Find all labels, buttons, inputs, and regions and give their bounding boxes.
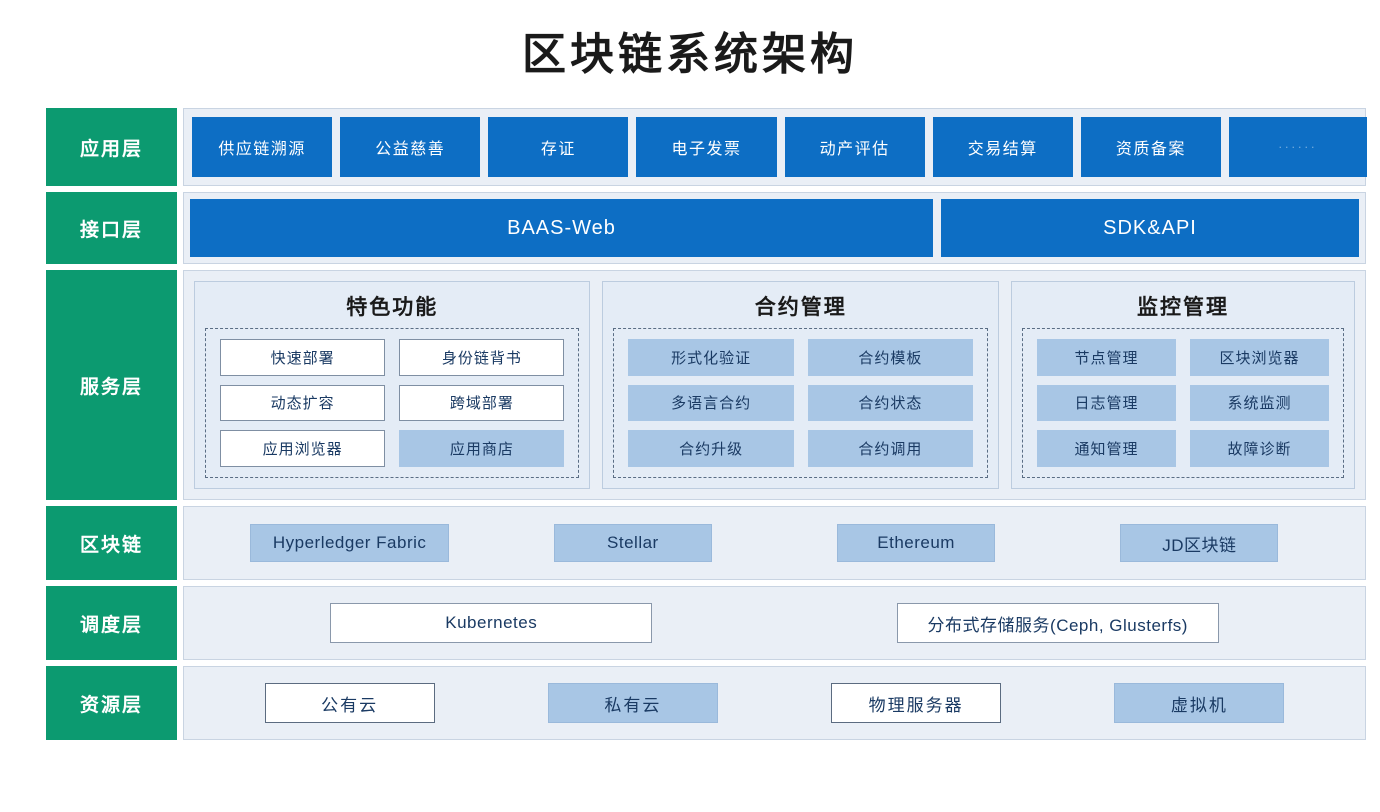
svc-tile-dynamic-scaling[interactable]: 动态扩容: [220, 384, 386, 422]
chain-tile-jd-blockchain[interactable]: JD区块链: [1120, 524, 1279, 562]
app-tile-settlement[interactable]: 交易结算: [932, 117, 1073, 177]
app-tile-e-invoice[interactable]: 电子发票: [636, 117, 777, 177]
scheduling-layer-body: Kubernetes 分布式存储服务(Ceph, Glusterfs): [183, 586, 1366, 660]
service-group-title-contract: 合约管理: [754, 295, 847, 319]
svc-tile-contract-template[interactable]: 合约模板: [807, 339, 973, 376]
resource-cell-2: 物理服务器: [775, 683, 1058, 723]
res-tile-private-cloud[interactable]: 私有云: [547, 683, 718, 723]
app-tile-asset-valuation[interactable]: 动产评估: [784, 117, 925, 177]
layer-label-interface: 接口层: [46, 192, 177, 264]
app-tile-supply-chain[interactable]: 供应链溯源: [192, 117, 333, 177]
svc-tile-fault-diagnosis[interactable]: 故障诊断: [1189, 430, 1329, 467]
app-tile-evidence[interactable]: 存证: [488, 117, 629, 177]
interface-tile-baas-web[interactable]: BAAS-Web: [190, 199, 933, 257]
resource-cell-0: 公有云: [208, 683, 491, 723]
service-group-tiles-features: 快速部署 身份链背书 动态扩容 跨域部署 应用浏览器 应用商店: [205, 328, 580, 478]
sched-tile-distributed-storage[interactable]: 分布式存储服务(Ceph, Glusterfs): [896, 603, 1219, 643]
layer-label-resource: 资源层: [46, 666, 177, 740]
resource-tile-strip: 公有云 私有云 物理服务器 虚拟机: [208, 683, 1341, 723]
resource-cell-3: 虚拟机: [1058, 683, 1341, 723]
svc-tile-formal-verification[interactable]: 形式化验证: [628, 339, 794, 376]
blockchain-cell-1: Stellar: [491, 524, 774, 562]
blockchain-layer-body: Hyperledger Fabric Stellar Ethereum JD区块…: [183, 506, 1366, 580]
service-group-features: 特色功能 快速部署 身份链背书 动态扩容 跨域部署 应用浏览器 应用商店: [194, 281, 591, 489]
scheduling-tile-strip: Kubernetes 分布式存储服务(Ceph, Glusterfs): [208, 603, 1341, 643]
interface-tile-sdk-api[interactable]: SDK&API: [941, 199, 1359, 257]
blockchain-cell-2: Ethereum: [775, 524, 1058, 562]
application-layer-body: 供应链溯源 公益慈善 存证 电子发票 动产评估 交易结算 资质备案 ······: [183, 108, 1367, 186]
svc-tile-identity-endorsement[interactable]: 身份链背书: [399, 339, 565, 376]
layer-row-resource: 资源层 公有云 私有云 物理服务器 虚拟机: [46, 666, 1366, 740]
layer-stack: 应用层 供应链溯源 公益慈善 存证 电子发票 动产评估 交易结算 资质备案 ··…: [46, 108, 1367, 740]
title-bar: 区块链系统架构: [0, 0, 1380, 100]
svc-tile-cross-domain-deploy[interactable]: 跨域部署: [399, 384, 565, 422]
service-group-monitoring: 监控管理 节点管理 区块浏览器 日志管理 系统监测 通知管理 故障诊断: [1010, 281, 1355, 489]
service-group-tiles-monitoring: 节点管理 区块浏览器 日志管理 系统监测 通知管理 故障诊断: [1021, 328, 1344, 478]
svc-tile-app-store[interactable]: 应用商店: [399, 430, 565, 467]
resource-layer-body: 公有云 私有云 物理服务器 虚拟机: [183, 666, 1366, 740]
chain-tile-ethereum[interactable]: Ethereum: [837, 524, 996, 562]
layer-row-scheduling: 调度层 Kubernetes 分布式存储服务(Ceph, Glusterfs): [46, 586, 1366, 660]
res-tile-public-cloud[interactable]: 公有云: [264, 683, 435, 723]
app-tile-qualification[interactable]: 资质备案: [1080, 117, 1221, 177]
sched-tile-kubernetes[interactable]: Kubernetes: [330, 603, 653, 643]
page-title: 区块链系统架构: [522, 29, 858, 80]
layer-label-application: 应用层: [46, 108, 177, 186]
app-tile-more[interactable]: ······: [1228, 117, 1367, 177]
res-tile-physical-server[interactable]: 物理服务器: [831, 683, 1002, 723]
svc-tile-app-browser[interactable]: 应用浏览器: [220, 430, 386, 467]
svc-tile-quick-deploy[interactable]: 快速部署: [220, 339, 386, 376]
svc-tile-system-monitoring[interactable]: 系统监测: [1189, 384, 1329, 422]
layer-row-service: 服务层 特色功能 快速部署 身份链背书 动态扩容 跨域部署 应用浏览器 应用商店…: [46, 270, 1366, 500]
layer-row-application: 应用层 供应链溯源 公益慈善 存证 电子发票 动产评估 交易结算 资质备案 ··…: [46, 108, 1367, 186]
res-tile-virtual-machine[interactable]: 虚拟机: [1114, 683, 1285, 723]
service-layer-body: 特色功能 快速部署 身份链背书 动态扩容 跨域部署 应用浏览器 应用商店 合约管…: [183, 270, 1366, 500]
layer-label-scheduling: 调度层: [46, 586, 177, 660]
svc-tile-contract-state[interactable]: 合约状态: [807, 384, 973, 422]
layer-label-service: 服务层: [46, 270, 177, 500]
service-group-tiles-contract: 形式化验证 合约模板 多语言合约 合约状态 合约升级 合约调用: [613, 328, 988, 478]
scheduling-cell-1: 分布式存储服务(Ceph, Glusterfs): [775, 603, 1342, 643]
svc-tile-log-management[interactable]: 日志管理: [1036, 384, 1176, 422]
service-group-title-features: 特色功能: [346, 295, 439, 319]
service-group-contract: 合约管理 形式化验证 合约模板 多语言合约 合约状态 合约升级 合约调用: [602, 281, 999, 489]
interface-layer-body: BAAS-Web SDK&API: [183, 192, 1366, 264]
service-group-title-monitoring: 监控管理: [1136, 295, 1229, 319]
svc-tile-contract-upgrade[interactable]: 合约升级: [628, 430, 794, 467]
blockchain-tile-strip: Hyperledger Fabric Stellar Ethereum JD区块…: [208, 524, 1341, 562]
svc-tile-contract-invoke[interactable]: 合约调用: [807, 430, 973, 467]
chain-tile-stellar[interactable]: Stellar: [553, 524, 712, 562]
svc-tile-block-explorer[interactable]: 区块浏览器: [1189, 339, 1329, 376]
blockchain-cell-0: Hyperledger Fabric: [208, 524, 491, 562]
blockchain-cell-3: JD区块链: [1058, 524, 1341, 562]
scheduling-cell-0: Kubernetes: [208, 603, 775, 643]
layer-row-blockchain: 区块链 Hyperledger Fabric Stellar Ethereum …: [46, 506, 1366, 580]
svc-tile-node-management[interactable]: 节点管理: [1036, 339, 1176, 376]
resource-cell-1: 私有云: [491, 683, 774, 723]
svc-tile-multilang-contract[interactable]: 多语言合约: [628, 384, 794, 422]
app-tile-charity[interactable]: 公益慈善: [340, 117, 481, 177]
svc-tile-notification-mgmt[interactable]: 通知管理: [1036, 430, 1176, 467]
chain-tile-hyperledger-fabric[interactable]: Hyperledger Fabric: [249, 524, 450, 562]
layer-row-interface: 接口层 BAAS-Web SDK&API: [46, 192, 1366, 264]
layer-label-blockchain: 区块链: [46, 506, 177, 580]
